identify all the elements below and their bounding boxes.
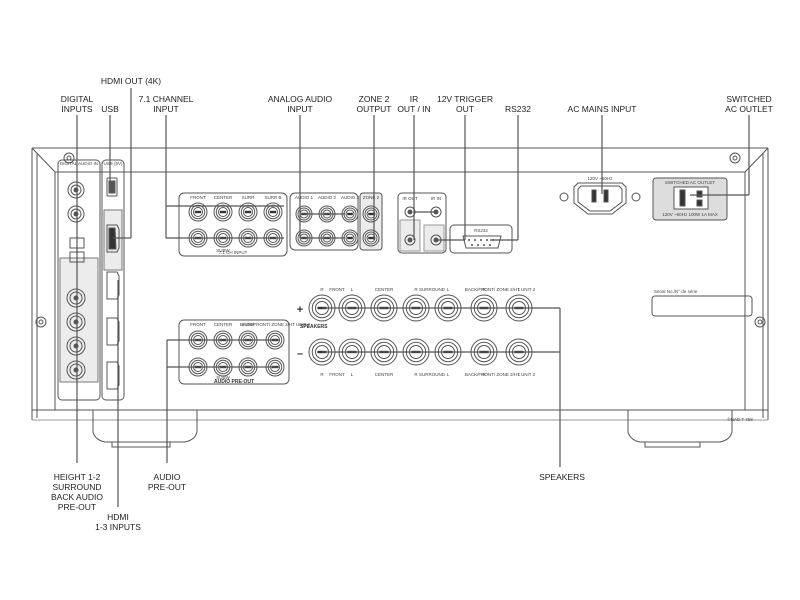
usb-5v-label: USB (5V) bbox=[103, 161, 123, 166]
hdmi-in-3-port bbox=[106, 271, 120, 300]
foot-left bbox=[92, 410, 198, 443]
71-ch-header: SURR B bbox=[264, 195, 281, 200]
preout-header: FRONT bbox=[190, 322, 206, 327]
analog-header: AUDIO 2 bbox=[318, 195, 337, 200]
speaker-label: CENTER bbox=[375, 372, 394, 377]
callout-ac-mains-input: AC MAINS INPUT bbox=[567, 104, 637, 114]
speaker-label: L bbox=[447, 372, 450, 377]
usb-port bbox=[106, 177, 118, 197]
speaker-label: R bbox=[320, 287, 324, 292]
71-ch-header: CENTER bbox=[214, 195, 233, 200]
model-mark: ©NAD T 758 bbox=[727, 416, 753, 422]
screw-icon bbox=[559, 192, 569, 202]
switched-ac-socket bbox=[673, 186, 709, 210]
analog-audio-panel bbox=[289, 192, 359, 251]
speaker-label: R bbox=[414, 372, 418, 377]
ac-mains-socket bbox=[573, 182, 627, 215]
screw-icon bbox=[754, 316, 766, 328]
71-ch-jack bbox=[188, 202, 208, 222]
speaker-label: SURROUND bbox=[419, 287, 446, 292]
speaker-label: CENTER bbox=[375, 287, 394, 292]
serial-number-box bbox=[651, 295, 753, 317]
analog-header: AUDIO 1 bbox=[295, 195, 314, 200]
71-ch-header: FRONT bbox=[190, 195, 206, 200]
71-ch-jack bbox=[238, 202, 258, 222]
analog-header: ZONE 2 bbox=[363, 195, 380, 200]
71-ch-jacks bbox=[188, 202, 283, 248]
callout-hdmi-out: HDMI OUT (4K) bbox=[100, 76, 162, 86]
preout-header: CENTER bbox=[214, 322, 233, 327]
digital-audio-label: DIGITAL AUDIO IN bbox=[60, 161, 98, 166]
callout-usb: USB bbox=[101, 104, 119, 114]
foot-right bbox=[627, 410, 733, 443]
71-ch-jack bbox=[213, 202, 233, 222]
screw-icon bbox=[35, 316, 47, 328]
speaker-label: L bbox=[351, 372, 354, 377]
minus-sign: – bbox=[297, 348, 303, 360]
screw-icon bbox=[729, 152, 741, 164]
screw-icon bbox=[63, 152, 75, 164]
serial-label: Serial No./N° de série bbox=[654, 289, 698, 294]
audio-preout-panel bbox=[178, 319, 290, 385]
subw-label: SUBW bbox=[216, 375, 230, 380]
speaker-label: FRONT bbox=[329, 287, 345, 292]
speaker-label: R bbox=[482, 287, 486, 292]
71-ch-footer: 7.1 CH INPUT bbox=[219, 250, 248, 255]
switched-outlet-title: SWITCHED AC OUTLET bbox=[665, 180, 716, 185]
digital-audio-panel bbox=[57, 159, 101, 401]
plus-sign: + bbox=[297, 304, 303, 316]
speaker-label: R bbox=[414, 287, 418, 292]
ac-rating-label: 120V ~60Hz bbox=[588, 176, 614, 181]
71-ch-jack bbox=[263, 202, 283, 222]
71-ch-header: SURR bbox=[242, 195, 256, 200]
callout-rs232: RS232 bbox=[505, 104, 531, 114]
speaker-label: R bbox=[320, 372, 324, 377]
speaker-terminals bbox=[308, 294, 533, 366]
callout-speakers: SPEAKERS bbox=[539, 472, 585, 482]
rs232-panel bbox=[449, 224, 513, 254]
speaker-label: L bbox=[447, 287, 450, 292]
analog-jack bbox=[362, 205, 380, 223]
audio-preout-jacks bbox=[188, 330, 285, 377]
speaker-label: L bbox=[518, 287, 521, 292]
71-ch-input-panel bbox=[178, 192, 288, 257]
speaker-label: BACK/FRONT/ ZONE 2/HT UNIT 2 bbox=[465, 287, 536, 292]
speaker-label: R bbox=[482, 372, 486, 377]
rs232-label: RS232 bbox=[474, 228, 488, 233]
speaker-label: BACK/FRONT/ ZONE 2/HT UNIT 2 bbox=[465, 372, 536, 377]
coaxial-jacks bbox=[67, 181, 85, 223]
preout-footer: AUDIO PRE-OUT bbox=[214, 379, 254, 385]
hdmi-in-1-port bbox=[106, 361, 120, 390]
subw-label: SUBW bbox=[216, 248, 230, 253]
speaker-label: L bbox=[518, 372, 521, 377]
hdmi-in-2-port bbox=[106, 317, 120, 346]
ir-panel bbox=[397, 192, 447, 254]
leader-lines bbox=[76, 88, 750, 507]
preout-header: BACK/FRONT/ ZONE 2/HT UNIT 2 bbox=[240, 322, 311, 327]
hdmi-out-port bbox=[106, 224, 120, 253]
preout-header: SURR bbox=[242, 322, 256, 327]
speaker-label: L bbox=[351, 287, 354, 292]
screw-icon bbox=[631, 192, 641, 202]
analog-jack bbox=[362, 229, 380, 247]
speakers-label: SPEAKERS bbox=[300, 324, 328, 330]
speaker-label: FRONT bbox=[329, 372, 345, 377]
rs232-port bbox=[462, 235, 502, 249]
switched-outlet-rating: 120V ~60Hz 100W 1A MAX bbox=[662, 212, 717, 217]
analog-header: AUDIO 3 bbox=[341, 195, 360, 200]
ir-out-label: IR OUT bbox=[402, 196, 418, 201]
speaker-label: SURROUND bbox=[419, 372, 446, 377]
ir-in-label: IR IN bbox=[431, 196, 441, 201]
